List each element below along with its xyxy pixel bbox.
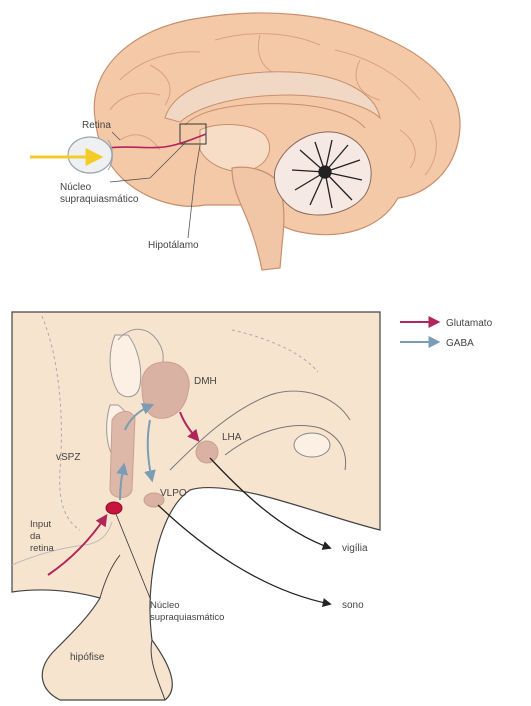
label-dmh: DMH bbox=[194, 376, 217, 387]
legend-gaba-label: GABA bbox=[446, 338, 474, 349]
label-vigilia: vigília bbox=[342, 543, 368, 554]
label-hipofise: hipófise bbox=[70, 652, 105, 663]
label-retina: Retina bbox=[82, 120, 111, 131]
label-nucleo-bottom-1: Núcleo bbox=[150, 600, 180, 611]
label-vspz: vSPZ bbox=[56, 452, 80, 463]
label-hipotalamo: Hipotálamo bbox=[148, 240, 199, 251]
legend-glutamate-label: Glutamato bbox=[446, 318, 493, 329]
lha-nucleus bbox=[196, 441, 218, 463]
spz-column bbox=[110, 411, 135, 497]
arrow-vlpo-to-sono bbox=[158, 505, 330, 604]
label-input-1: Input bbox=[30, 519, 51, 530]
tissue-background bbox=[12, 312, 380, 700]
commissure bbox=[294, 433, 330, 457]
scn-nucleus bbox=[106, 502, 122, 514]
label-nucleo-bottom-2: supraquiasmático bbox=[150, 612, 224, 623]
hypothalamus-diagram bbox=[12, 312, 380, 700]
label-input-3: retina bbox=[30, 543, 54, 554]
label-input-2: da bbox=[30, 531, 41, 542]
label-lha: LHA bbox=[222, 432, 242, 443]
label-vlpo: VLPO bbox=[160, 488, 187, 499]
eye bbox=[68, 137, 112, 173]
label-nucleo-top-2: supraquiasmático bbox=[60, 194, 139, 205]
brain-illustration bbox=[30, 13, 460, 270]
label-sono: sono bbox=[342, 600, 364, 611]
legend: Glutamato GABA bbox=[400, 318, 493, 349]
label-nucleo-top-1: Núcleo bbox=[60, 182, 92, 193]
